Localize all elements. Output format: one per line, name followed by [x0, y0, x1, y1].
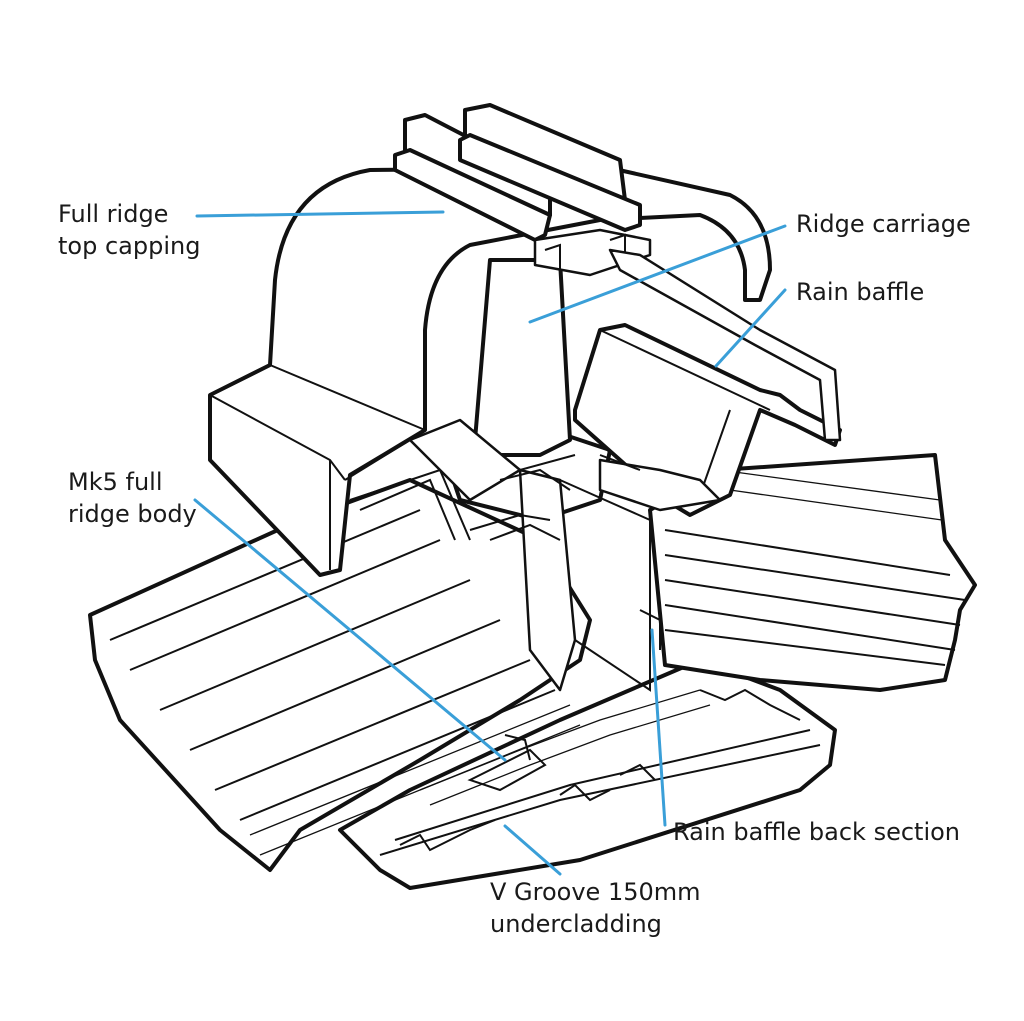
- label-rain-baffle-back-text: Rain baffle back section: [673, 818, 961, 846]
- centre-joint-details: [408, 418, 722, 650]
- label-mk5-line1: Mk5 full: [68, 468, 163, 496]
- label-full-ridge-top-capping-line1: Full ridge: [58, 200, 169, 228]
- label-rain-baffle-text: Rain baffle: [796, 278, 925, 306]
- label-mk5-line2: ridge body: [68, 500, 197, 528]
- label-rain-baffle: Rain baffle: [796, 276, 924, 308]
- label-v-groove-undercladding: V Groove 150mm undercladding: [490, 876, 701, 940]
- label-rain-baffle-back-section: Rain baffle back section: [673, 816, 960, 848]
- label-v-groove-line1: V Groove 150mm: [490, 878, 701, 906]
- leader-rain-baffle-back: [650, 628, 667, 827]
- label-v-groove-line2: undercladding: [490, 910, 662, 938]
- right-glazing-panels: [648, 453, 977, 692]
- leader-mk5-body: [193, 498, 507, 762]
- label-ridge-carriage: Ridge carriage: [796, 208, 971, 240]
- leader-undercladding: [503, 824, 562, 876]
- top-rails: [393, 103, 652, 277]
- label-ridge-carriage-text: Ridge carriage: [796, 210, 971, 238]
- label-mk5-full-ridge-body: Mk5 full ridge body: [68, 466, 197, 530]
- full-ridge-top-capping-shape: [208, 166, 772, 577]
- leader-top-capping: [195, 210, 445, 218]
- leader-rain-baffle: [714, 288, 787, 368]
- v-groove-undercladding-shape: [338, 658, 837, 890]
- label-full-ridge-top-capping: Full ridge top capping: [58, 198, 200, 262]
- leader-ridge-carriage: [528, 224, 787, 324]
- leader-lines: [193, 210, 787, 876]
- label-full-ridge-top-capping-line2: top capping: [58, 232, 201, 260]
